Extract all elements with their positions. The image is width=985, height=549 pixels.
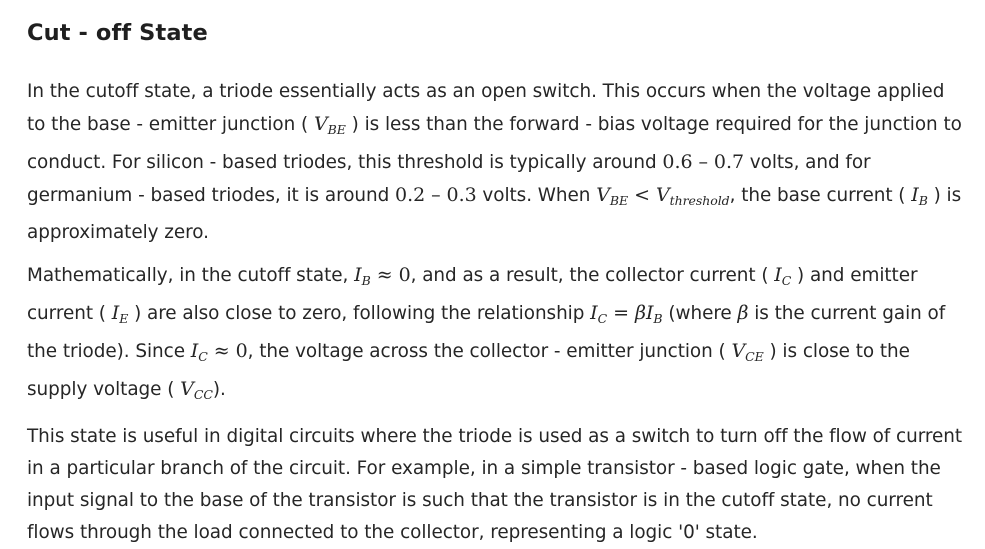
math-ic-approx-zero: IC ≈ 0 xyxy=(190,340,248,364)
p2-text-5: (where xyxy=(668,303,732,324)
p2-text-9: ). xyxy=(212,379,226,400)
p2-text-6: is the current gain of the triode). Sinc… xyxy=(27,303,946,362)
p2-text-7: , the voltage across the collector - emi… xyxy=(247,341,726,362)
math-silicon-range: 0.6 – 0.7 xyxy=(662,151,744,173)
math-vcc: VCC xyxy=(180,378,213,402)
paragraph-digital-usage: This state is useful in digital circuits… xyxy=(27,426,963,543)
p1-text-5: , the base current ( xyxy=(729,185,906,206)
math-germanium-range: 0.2 – 0.3 xyxy=(395,184,477,206)
paragraph-cutoff-math: Mathematically, in the cutoff state, IB … xyxy=(27,259,967,411)
p1-text-4: volts. When xyxy=(482,185,591,206)
math-ib: IB xyxy=(911,184,928,208)
p1-text-1: In the cutoff state, a triode essentiall… xyxy=(27,81,945,135)
math-vbe-less-than-threshold: VBE < Vthreshold xyxy=(596,184,730,208)
p2-text-2: , and as a result, the collector current… xyxy=(410,265,769,286)
p1-text-6: ) is approximately zero. xyxy=(27,185,962,243)
p2-text-8: ) is close to the supply voltage ( xyxy=(27,341,910,400)
math-vce: VCE xyxy=(731,340,764,364)
math-ic-equals-beta-ib: IC = βIB xyxy=(590,302,663,326)
section-heading: Cut - off State xyxy=(27,20,208,46)
math-beta: β xyxy=(737,302,749,324)
math-ib-approx-zero: IB ≈ 0 xyxy=(354,264,411,288)
math-vbe: VBE xyxy=(313,113,346,137)
paragraph-cutoff-intro: In the cutoff state, a triode essentiall… xyxy=(27,76,967,249)
p1-text-2: ) is less than the forward - bias voltag… xyxy=(27,114,962,173)
document-body: Cut - off State In the cutoff state, a t… xyxy=(27,20,967,543)
p1-text-3: volts, and for germanium - based triodes… xyxy=(27,152,871,206)
p2-text-3: ) and emitter current ( xyxy=(27,265,918,324)
p2-text-4: ) are also close to zero, following the … xyxy=(134,303,585,324)
math-ie: IE xyxy=(111,302,129,326)
p2-text-1: Mathematically, in the cutoff state, xyxy=(27,265,349,286)
math-ic: IC xyxy=(774,264,792,288)
